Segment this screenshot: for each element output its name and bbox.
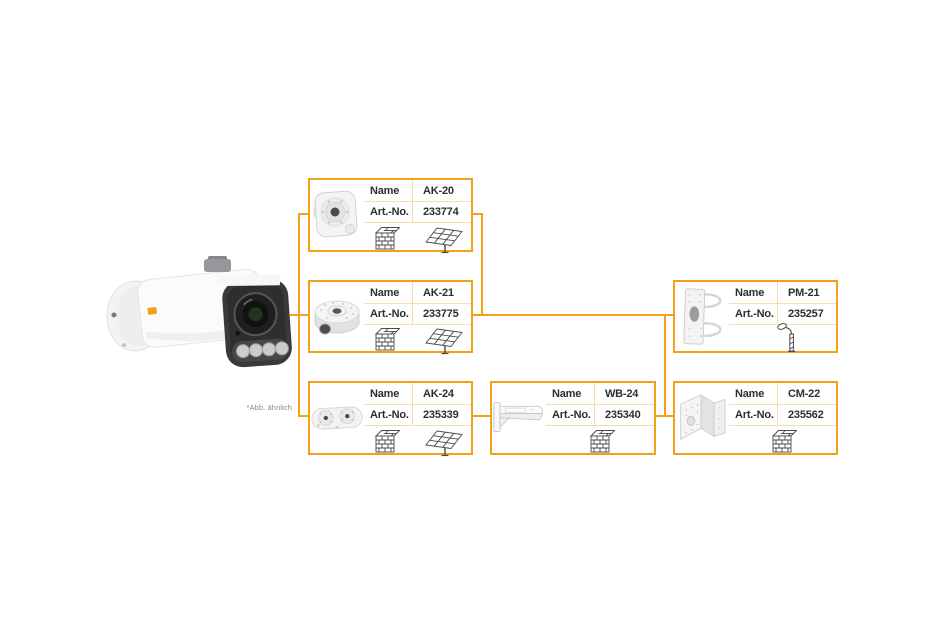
accessory-spec-table: Name WB-24 Art.-No. 235340 (546, 383, 654, 453)
name-label: Name (552, 387, 582, 400)
accessory-name-value: PM-21 (788, 286, 820, 299)
ceiling-mount-icon (424, 325, 464, 355)
wall-mount-icon (374, 429, 400, 453)
name-label: Name (370, 286, 400, 299)
accessory-artno-value: 233775 (423, 308, 459, 320)
accessory-card-ak-24: Name AK-24 Art.-No. 235339 (308, 381, 473, 457)
table-column-separator (777, 383, 778, 426)
connector-ak24-to-wb24 (473, 415, 490, 417)
wall-mount-icon (374, 327, 400, 351)
connector-branch-ak21 (298, 314, 308, 316)
table-column-separator (777, 282, 778, 325)
accessory-artno-value: 233774 (423, 206, 459, 218)
name-label: Name (370, 184, 400, 197)
accessory-spec-table: Name AK-20 Art.-No. 233774 (364, 180, 471, 250)
accessory-artno-value: 235340 (605, 409, 641, 421)
artno-label: Art.-No. (370, 409, 409, 421)
table-column-separator (594, 383, 595, 426)
accessory-card-wb-24: Name WB-24 Art.-No. 235340 (490, 381, 656, 455)
wall-mount-icon (589, 429, 615, 453)
accessory-name-value: WB-24 (605, 387, 639, 400)
accessory-artno-value: 235339 (423, 409, 459, 421)
artno-label: Art.-No. (370, 308, 409, 320)
accessory-card-cm-22: Name CM-22 Art.-No. 235562 (673, 381, 838, 455)
connector-camera-to-trunk (290, 314, 299, 316)
ak-20-product-image (310, 180, 364, 250)
accessory-card-pm-21: Name PM-21 Art.-No. 235257 (673, 280, 838, 353)
ak-21-product-image (310, 282, 364, 351)
accessory-artno-value: 235562 (788, 409, 824, 421)
bullet-camera-product-photo (104, 256, 294, 376)
pm-21-product-image (675, 282, 729, 351)
artno-label: Art.-No. (552, 409, 591, 421)
accessory-spec-table: Name AK-21 Art.-No. 233775 (364, 282, 471, 351)
accessory-card-ak-20: Name AK-20 Art.-No. 233774 (308, 178, 473, 254)
connector-branch-ak20 (298, 213, 308, 215)
connector-right-trunk (664, 314, 666, 417)
wall-mount-icon (374, 226, 400, 250)
accessory-artno-value: 235257 (788, 308, 824, 320)
accessory-name-value: AK-24 (423, 387, 454, 400)
name-label: Name (370, 387, 400, 400)
cm-22-product-image (675, 383, 729, 453)
artno-label: Art.-No. (370, 206, 409, 218)
name-label: Name (735, 387, 765, 400)
artno-label: Art.-No. (735, 308, 774, 320)
accessory-spec-table: Name AK-24 Art.-No. 235339 (364, 383, 471, 453)
connector-wb24-to-cm22 (656, 415, 673, 417)
wall-mount-icon (771, 429, 797, 453)
accessory-name-value: AK-20 (423, 184, 454, 197)
wb-24-product-image (492, 383, 546, 453)
connector-ak20-down (481, 213, 483, 316)
name-label: Name (735, 286, 765, 299)
ceiling-mount-icon (424, 224, 464, 254)
accessory-spec-table: Name PM-21 Art.-No. 235257 (729, 282, 836, 351)
table-column-separator (412, 383, 413, 426)
table-column-separator (412, 180, 413, 223)
accessory-name-value: AK-21 (423, 286, 454, 299)
pole-mount-icon (776, 322, 800, 354)
accessory-spec-table: Name CM-22 Art.-No. 235562 (729, 383, 836, 453)
ak-24-product-image (310, 383, 364, 453)
bullet-camera-illustration (106, 256, 292, 368)
camera-brand-logo (147, 307, 157, 315)
connector-ak21-to-pm21 (473, 314, 673, 316)
table-column-separator (412, 282, 413, 325)
connector-ak20-right (473, 213, 483, 215)
accessory-card-ak-21: Name AK-21 Art.-No. 233775 (308, 280, 473, 355)
accessory-name-value: CM-22 (788, 387, 821, 400)
similar-image-note: *Abb. ähnlich (246, 403, 292, 412)
artno-label: Art.-No. (735, 409, 774, 421)
ceiling-mount-icon (424, 427, 464, 457)
connector-branch-ak24 (298, 415, 308, 417)
